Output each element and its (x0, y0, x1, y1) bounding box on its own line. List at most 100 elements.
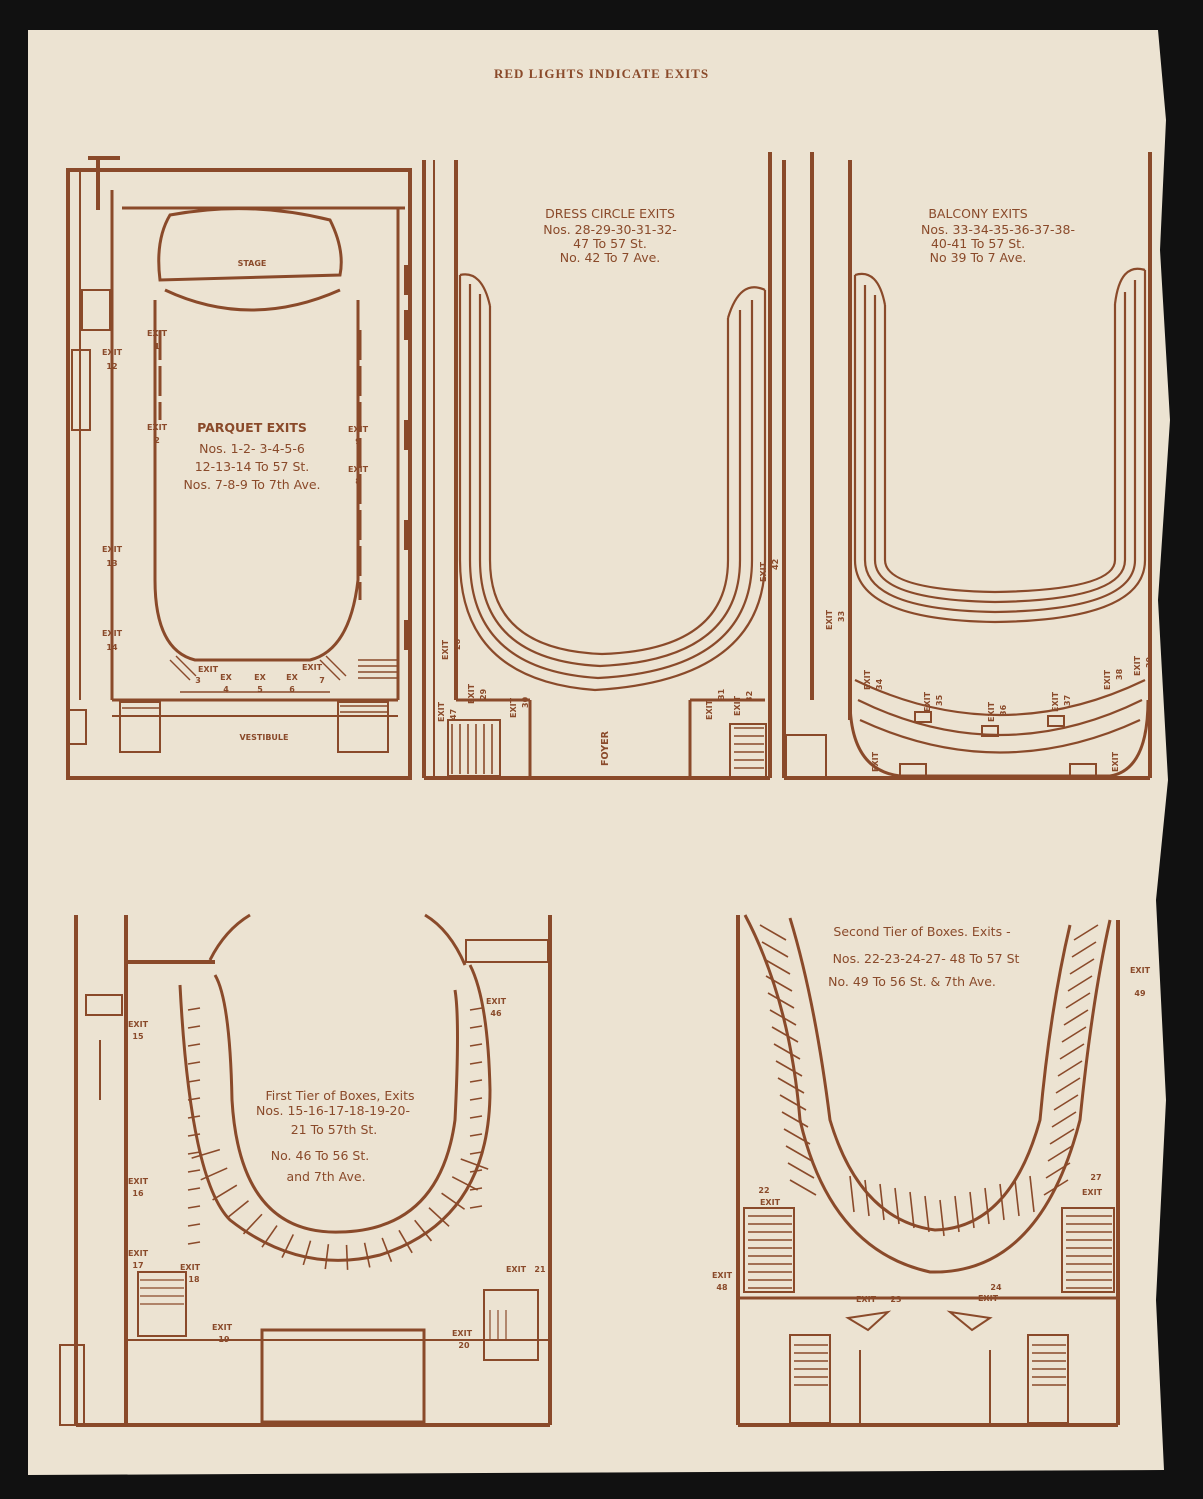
box-divider (924, 1195, 930, 1233)
exit-31-number: 31 (717, 688, 726, 700)
exit-word: EXIT (452, 1329, 473, 1338)
box-divider (187, 1097, 201, 1101)
exit-15-number: 15 (132, 1032, 144, 1041)
exit-word: EXIT (212, 1323, 233, 1332)
box-divider (187, 1043, 201, 1047)
box-divider (773, 1043, 801, 1060)
box-divider (1045, 1162, 1071, 1179)
box-divider (469, 1205, 483, 1209)
box-divider (1029, 1175, 1035, 1213)
box-divider (187, 1223, 201, 1227)
box-divider (1061, 1026, 1087, 1043)
exit-word: EXIT (760, 1198, 781, 1207)
dress-circle-exit-labels: EXIT 28 EXIT 47 EXIT 29 EXIT 30 EXIT 31 … (437, 559, 780, 722)
exit-word: EXIT (128, 1249, 149, 1258)
exit-32-number: 32 (745, 691, 754, 702)
exit-word: EXIT (1103, 669, 1112, 690)
box-divider (767, 992, 795, 1009)
exit-29-number: 29 (479, 688, 488, 700)
box-divider (469, 1133, 483, 1137)
box-divider (787, 1162, 815, 1179)
exit-word: EXIT (509, 697, 518, 718)
balcony-line-2: 40-41 To 57 St. (931, 236, 1025, 251)
exit-39-number: 39 (1145, 656, 1154, 668)
exit-9-number: 9 (355, 437, 361, 446)
box-divider (864, 1179, 870, 1217)
stage-label: STAGE (238, 259, 267, 268)
box-divider (469, 1151, 483, 1155)
box-divider (1069, 958, 1095, 975)
box-divider (187, 1169, 201, 1173)
first-tier-line-2: Nos. 15-16-17-18-19-20- (256, 1103, 410, 1118)
exit-46-number: 46 (490, 1009, 502, 1018)
box-divider (779, 1094, 807, 1111)
box-divider (999, 1183, 1005, 1221)
exit-14-number: 14 (106, 643, 118, 652)
box-divider (451, 1176, 479, 1191)
box-divider (789, 1179, 817, 1196)
exit-word: EXIT (348, 425, 369, 434)
exit-word: EXIT (147, 329, 168, 338)
exit-33-number: 33 (837, 611, 846, 622)
exit-word: EXIT (733, 695, 742, 716)
balcony-plan (782, 152, 1152, 780)
dress-circle-line-2: 47 To 57 St. (573, 236, 647, 251)
foyer-label: FOYER (600, 730, 611, 766)
box-divider (763, 958, 791, 975)
box-divider (187, 1007, 201, 1011)
exit-48-number: 48 (716, 1283, 728, 1292)
box-divider (771, 1026, 799, 1043)
box-divider (187, 1241, 201, 1245)
dress-circle-title: DRESS CIRCLE EXITS (545, 206, 675, 221)
box-divider (281, 1234, 295, 1258)
box-divider (1059, 1043, 1085, 1060)
box-divider (1065, 992, 1091, 1009)
box-divider (775, 1060, 803, 1077)
first-tier-line-1: First Tier of Boxes, Exits (265, 1088, 414, 1103)
exit-word: EXIT (102, 348, 123, 357)
box-divider (777, 1077, 805, 1094)
box-divider (381, 1237, 393, 1262)
exit-word: EXIT (871, 751, 880, 772)
exit-word: EXIT (1111, 751, 1120, 772)
box-divider (759, 924, 787, 941)
exit-word: EXIT (147, 423, 168, 432)
box-divider (226, 1200, 249, 1219)
exit-3-number: 3 (195, 676, 201, 685)
parquet-line-2: 12-13-14 To 57 St. (195, 459, 310, 474)
exit-word: EXIT (1051, 691, 1060, 712)
parquet-title: PARQUET EXITS (197, 420, 307, 435)
exit-word: EXIT (302, 663, 323, 672)
exit-word: EXIT (825, 609, 834, 630)
vestibule-label: VESTIBULE (239, 733, 288, 742)
box-divider (761, 941, 789, 958)
exit-6-number: 6 (289, 685, 295, 694)
exit-35-number: 35 (935, 694, 944, 706)
exit-28-number: 28 (453, 638, 462, 650)
box-divider (324, 1244, 330, 1270)
ex-word: EX (286, 673, 298, 682)
page-header: RED LIGHTS INDICATE EXITS (493, 66, 710, 81)
box-divider (191, 1148, 221, 1159)
exit-word: EXIT (486, 997, 507, 1006)
box-divider (200, 1167, 228, 1181)
box-divider (1057, 1060, 1083, 1077)
box-divider (242, 1213, 263, 1235)
box-divider (939, 1199, 945, 1237)
box-divider (398, 1229, 413, 1254)
box-divider (469, 1187, 483, 1191)
exit-20-number: 20 (458, 1341, 470, 1350)
exit-word: EXIT (705, 699, 714, 720)
parquet-line-1: Nos. 1-2- 3-4-5-6 (199, 441, 305, 456)
exit-word: EXIT (1130, 966, 1151, 975)
first-tier-plan (59, 913, 552, 1427)
box-divider (212, 1184, 238, 1201)
box-divider (1055, 1077, 1081, 1094)
exit-word: EXIT (863, 669, 872, 690)
exit-word: EXIT (1133, 655, 1142, 676)
exit-word: EXIT (856, 1295, 877, 1304)
exit-word: EXIT (198, 665, 219, 674)
exit-34-number: 34 (875, 678, 884, 690)
exit-16-number: 16 (132, 1189, 144, 1198)
box-divider (769, 1009, 797, 1026)
